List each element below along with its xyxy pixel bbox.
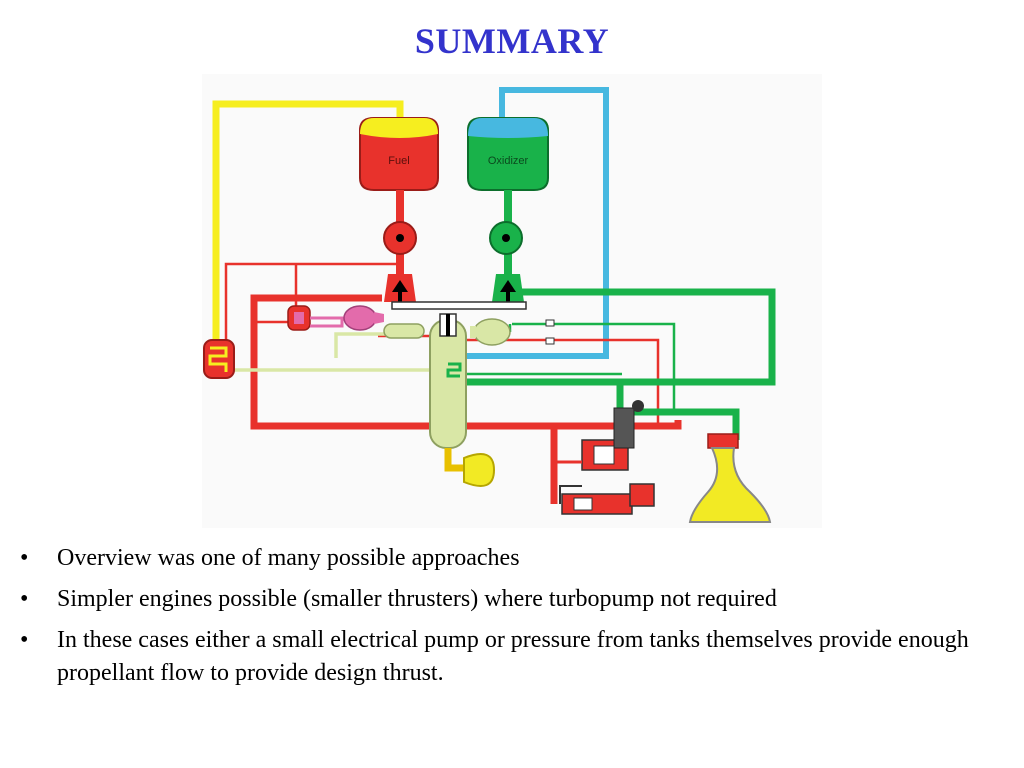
fuel-turbopump <box>343 305 384 331</box>
pressurant-heat-exchanger <box>203 339 235 379</box>
bullet-text: In these cases either a small electrical… <box>57 627 969 686</box>
bullet-marker: • <box>20 545 29 571</box>
bullet-text: Overview was one of many possible approa… <box>57 545 520 571</box>
engine-schematic-diagram: Fuel Oxidizer <box>202 74 822 528</box>
oxidizer-pump-inlet <box>492 274 524 302</box>
turbopump-shaft <box>391 301 527 310</box>
fuel-main-loop <box>250 294 682 504</box>
fuel-pump-inlet <box>384 274 416 302</box>
bullet-item: • Overview was one of many possible appr… <box>20 542 1000 575</box>
fuel-tank: Fuel <box>359 117 439 191</box>
gas-generator-exhaust <box>463 453 496 487</box>
oxidizer-valve <box>489 221 523 255</box>
turbine-housing <box>383 323 425 339</box>
bullet-list: • Overview was one of many possible appr… <box>20 542 1000 698</box>
bullet-item: • Simpler engines possible (smaller thru… <box>20 583 1000 616</box>
thrust-chamber-nozzle <box>688 433 772 523</box>
bullet-text: Simpler engines possible (smaller thrust… <box>57 586 777 612</box>
bullet-item: • In these cases either a small electric… <box>20 624 1000 690</box>
bullet-marker: • <box>20 627 29 653</box>
fuel-pressurant-line <box>212 100 404 350</box>
oxidizer-pressurant-line <box>450 87 609 359</box>
fuel-heat-exchanger <box>287 305 344 331</box>
main-valve-assembly <box>554 400 655 515</box>
oxidizer-main-loop <box>450 288 776 440</box>
oxidizer-tank-label: Oxidizer <box>488 155 529 167</box>
slide-title: SUMMARY <box>414 21 610 61</box>
gas-generator <box>429 313 470 472</box>
check-valves <box>545 319 555 345</box>
fuel-tank-label: Fuel <box>388 155 409 167</box>
oxidizer-turbopump <box>470 318 511 346</box>
bullet-marker: • <box>20 586 29 612</box>
oxidizer-tank: Oxidizer <box>467 117 549 191</box>
cooling-coils <box>446 362 462 378</box>
fuel-valve <box>383 221 417 255</box>
